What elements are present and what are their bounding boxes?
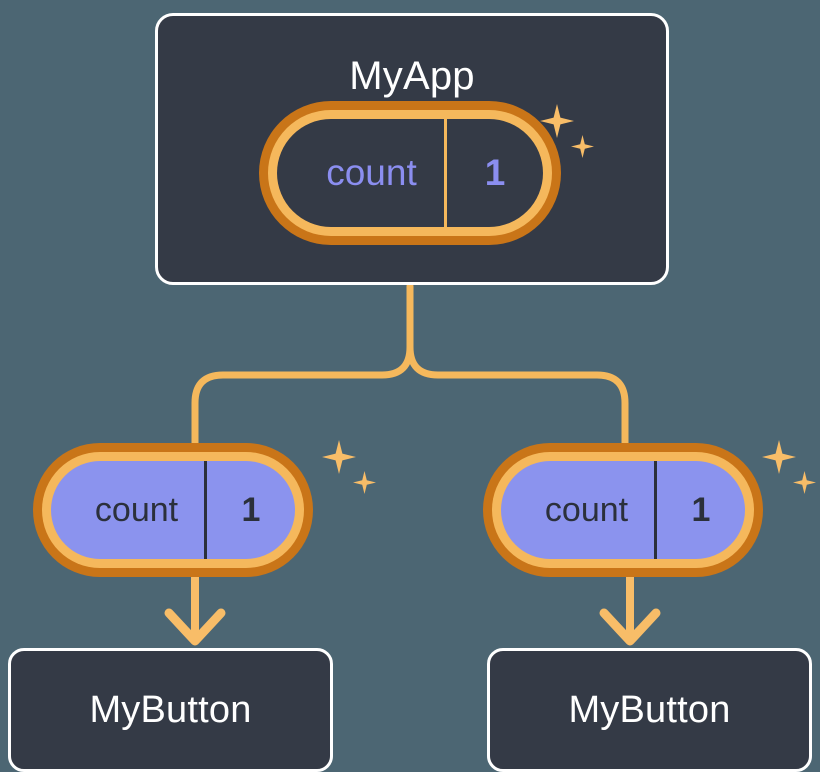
page-title: MyApp	[349, 54, 475, 98]
sparkle-icon-large	[762, 440, 796, 474]
state-name: count	[326, 152, 417, 193]
state-pill-child-left[interactable]: count 1	[42, 452, 304, 568]
state-value: 1	[654, 461, 745, 559]
arrow-down-icon	[599, 576, 661, 646]
component-card-mybutton-right[interactable]: MyButton	[487, 648, 812, 772]
state-value: 1	[204, 461, 295, 559]
arrow-down-icon	[164, 576, 226, 646]
state-pill-parent[interactable]: count 1	[268, 110, 552, 236]
sparkle-icon-large	[322, 440, 356, 474]
state-value: 1	[444, 119, 543, 227]
tree-branch-connector	[406, 343, 629, 456]
component-title: MyButton	[568, 688, 731, 731]
sparkle-icon-small	[353, 471, 376, 494]
component-card-mybutton-left[interactable]: MyButton	[8, 648, 333, 772]
state-pill-child-right[interactable]: count 1	[492, 452, 754, 568]
state-pill-inner: count 1	[277, 119, 543, 227]
state-pill-inner: count 1	[501, 461, 745, 559]
component-title: MyButton	[89, 688, 252, 731]
sparkle-icon-small	[793, 471, 816, 494]
state-name: count	[544, 490, 629, 529]
tree-branch-connector	[191, 282, 414, 456]
state-pill-inner: count 1	[51, 461, 295, 559]
state-name: count	[94, 490, 179, 529]
